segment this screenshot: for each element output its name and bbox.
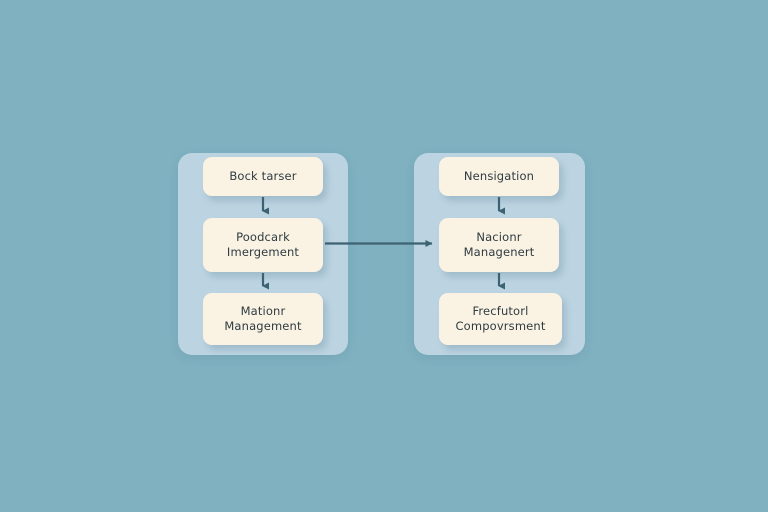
node-left-2-label: Poodcark Imergement (226, 230, 300, 259)
node-left-1-label: Bock tarser (229, 169, 297, 183)
node-left-2[interactable]: Poodcark Imergement (203, 218, 323, 272)
node-right-3-label: Frecfutorl Compovrsment (455, 304, 546, 333)
node-right-1[interactable]: Nensigation (439, 157, 559, 196)
node-left-3[interactable]: Mationr Management (203, 293, 323, 345)
node-right-3[interactable]: Frecfutorl Compovrsment (439, 293, 562, 345)
node-left-3-label: Mationr Management (224, 304, 302, 333)
node-left-1[interactable]: Bock tarser (203, 157, 323, 196)
node-right-2[interactable]: Nacionr Managenert (439, 218, 559, 272)
node-right-2-label: Nacionr Managenert (463, 230, 535, 259)
node-right-1-label: Nensigation (463, 169, 535, 183)
